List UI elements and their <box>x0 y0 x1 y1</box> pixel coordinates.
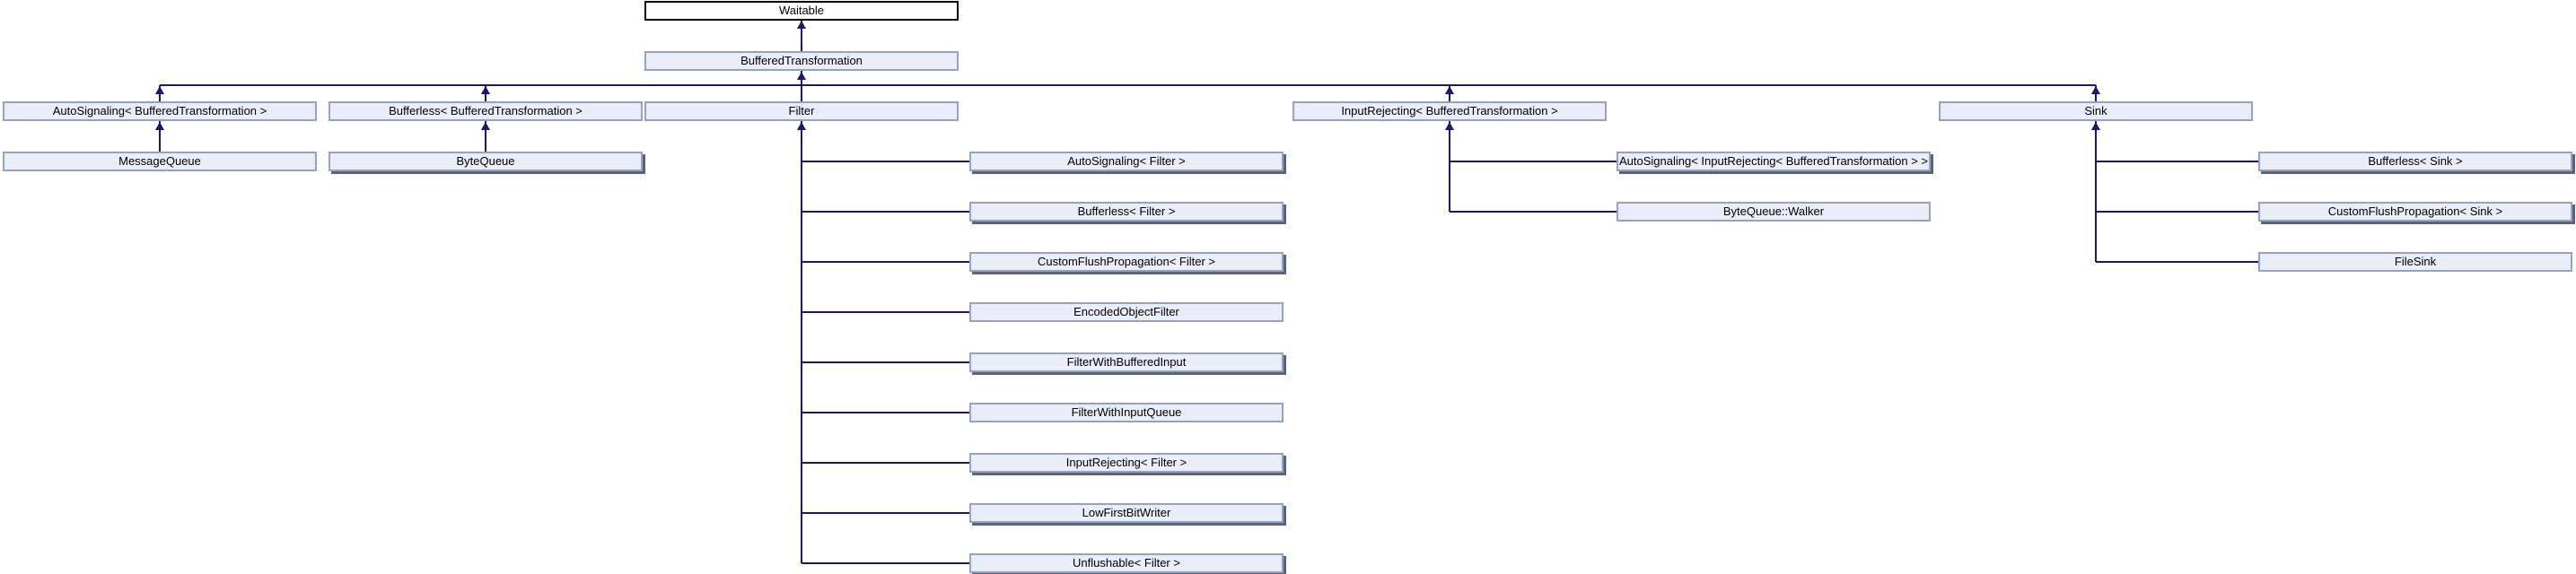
inheritance-arrowhead-up-icon <box>797 122 806 130</box>
class-node-unflushable-filter[interactable]: Unflushable< Filter > <box>969 553 1284 573</box>
class-node-inputrejecting-bufferedtransformation[interactable]: InputRejecting< BufferedTransformation > <box>1292 101 1607 121</box>
class-node-autosignaling-inputrejecting-bufferedtransformation[interactable]: AutoSignaling< InputRejecting< BufferedT… <box>1617 152 1931 171</box>
inheritance-arrowhead-up-icon <box>481 86 490 94</box>
class-node-filterwithbufferedinput[interactable]: FilterWithBufferedInput <box>969 352 1284 372</box>
class-node-bufferless-filter[interactable]: Bufferless< Filter > <box>969 202 1284 222</box>
class-node-filterwithinputqueue[interactable]: FilterWithInputQueue <box>969 403 1284 422</box>
class-node-bufferless-sink[interactable]: Bufferless< Sink > <box>2258 152 2572 171</box>
class-node-customflushpropagation-filter[interactable]: CustomFlushPropagation< Filter > <box>969 252 1284 272</box>
inheritance-arrowhead-up-icon <box>1445 86 1454 94</box>
class-node-autosignaling-filter[interactable]: AutoSignaling< Filter > <box>969 152 1284 171</box>
class-node-autosignaling-bufferedtransformation[interactable]: AutoSignaling< BufferedTransformation > <box>3 101 317 121</box>
inheritance-arrowhead-up-icon <box>797 72 806 80</box>
inheritance-arrowhead-up-icon <box>2091 122 2100 130</box>
class-node-bufferless-bufferedtransformation[interactable]: Bufferless< BufferedTransformation > <box>329 101 643 121</box>
class-node-bytequeue-walker[interactable]: ByteQueue::Walker <box>1617 202 1931 222</box>
class-node-filter[interactable]: Filter <box>644 101 959 121</box>
inheritance-arrowhead-up-icon <box>155 86 164 94</box>
class-node-sink[interactable]: Sink <box>1939 101 2253 121</box>
inheritance-arrowhead-up-icon <box>481 122 490 130</box>
class-node-inputrejecting-filter[interactable]: InputRejecting< Filter > <box>969 453 1284 473</box>
class-node-encodedobjectfilter[interactable]: EncodedObjectFilter <box>969 302 1284 322</box>
class-node-waitable[interactable]: Waitable <box>644 1 959 21</box>
inheritance-arrowhead-up-icon <box>1445 122 1454 130</box>
class-node-customflushpropagation-sink[interactable]: CustomFlushPropagation< Sink > <box>2258 202 2572 222</box>
class-node-filesink[interactable]: FileSink <box>2258 252 2572 272</box>
class-node-lowfirstbitwriter[interactable]: LowFirstBitWriter <box>969 503 1284 523</box>
class-node-bytequeue[interactable]: ByteQueue <box>329 152 643 171</box>
inheritance-arrowhead-up-icon <box>155 122 164 130</box>
class-node-messagequeue[interactable]: MessageQueue <box>3 152 317 171</box>
class-node-bufferedtransformation[interactable]: BufferedTransformation <box>644 51 959 71</box>
inheritance-arrowhead-up-icon <box>797 21 806 29</box>
inheritance-arrowhead-up-icon <box>2091 86 2100 94</box>
